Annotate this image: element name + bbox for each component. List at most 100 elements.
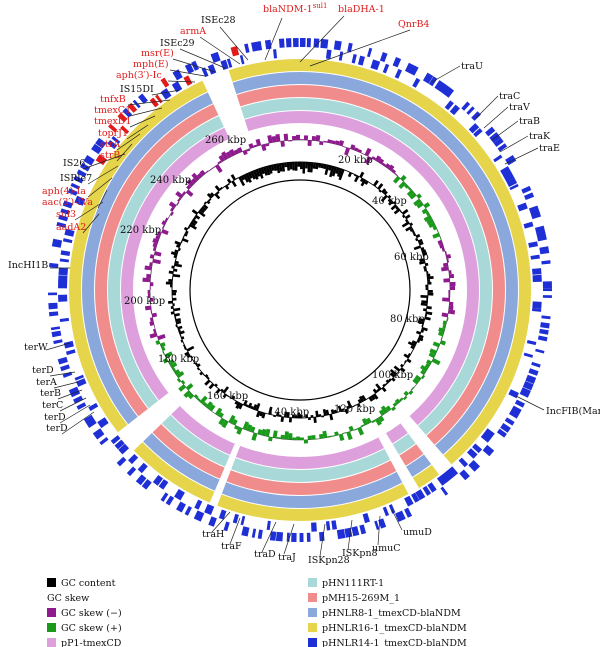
gene-label: traK <box>529 131 551 142</box>
gc-skew-bar <box>168 359 175 365</box>
feature-tick <box>60 208 71 215</box>
feature-tick <box>306 38 311 48</box>
feature-tick <box>251 41 261 52</box>
feature-tick <box>540 322 550 329</box>
gc-content-bar <box>175 318 181 322</box>
legend-swatch <box>308 623 317 632</box>
feature-tick <box>76 378 87 387</box>
gc-content-bar <box>425 311 433 316</box>
gc-skew-bar <box>170 211 174 217</box>
feature-tick <box>480 433 491 443</box>
gc-content-bar <box>421 326 428 332</box>
kbp-label: 100 kbp <box>372 370 413 381</box>
feature-tick <box>522 381 534 391</box>
gc-skew-bar <box>150 282 154 287</box>
gene-label-text: traC <box>499 91 520 102</box>
gene-label-text: strB <box>100 150 120 161</box>
gene-label-text: terD <box>44 412 66 423</box>
gc-content-bar <box>165 281 173 285</box>
gc-skew-bar <box>334 431 339 436</box>
gc-content-bar <box>381 386 387 393</box>
gc-skew-bar <box>438 327 445 333</box>
gc-skew-bar <box>272 430 278 439</box>
gc-content-bar <box>341 408 345 411</box>
gc-skew-bar <box>218 412 224 418</box>
gc-content-bar <box>393 365 401 372</box>
gc-content-bar <box>370 395 376 401</box>
feature-tick <box>514 399 525 408</box>
gc-skew-bar <box>441 312 449 318</box>
gene-label-text: sul3 <box>56 209 76 220</box>
gc-content-bar <box>168 278 173 282</box>
gc-skew-bar <box>436 347 439 352</box>
feature-tick <box>493 154 503 163</box>
feature-tick <box>370 59 381 71</box>
gc-skew-bar <box>400 174 407 182</box>
gc-content-bar <box>255 169 261 177</box>
gc-content-bar <box>235 177 239 180</box>
gc-skew-bar <box>174 369 181 375</box>
gc-skew-bar <box>327 139 332 144</box>
feature-tick <box>184 63 195 74</box>
gc-skew-bar <box>426 359 432 365</box>
gc-content-bar <box>411 230 415 234</box>
feature-tick <box>48 302 58 310</box>
gc-skew-bar <box>439 243 444 249</box>
gc-content-bar <box>222 386 230 394</box>
gc-skew-bar <box>280 140 285 147</box>
feature-tick <box>141 479 152 490</box>
gc-skew-bar <box>221 419 229 429</box>
gc-content-bar <box>423 266 427 270</box>
feature-tick <box>336 529 346 540</box>
gc-skew-bar <box>264 428 271 437</box>
feature-tick <box>204 503 215 516</box>
gc-skew-bar <box>407 186 412 191</box>
gc-skew-bar <box>449 301 454 307</box>
gc-content-bar <box>283 411 288 418</box>
gene-leader-line <box>126 124 149 140</box>
feature-tick <box>174 488 185 501</box>
feature-tick <box>528 241 538 248</box>
feature-tick <box>68 386 81 398</box>
feature-tick <box>51 238 63 248</box>
gc-content-bar <box>347 170 350 173</box>
gene-label: strB <box>100 150 120 161</box>
gc-content-bar <box>315 410 319 417</box>
feature-tick <box>126 466 137 477</box>
gc-content-bar <box>265 413 269 414</box>
ring-gap <box>400 416 452 475</box>
feature-tick <box>473 128 483 138</box>
legend-label: GC skew (+) <box>61 623 122 634</box>
gc-skew-bar <box>442 297 450 302</box>
ring-pMH15 <box>95 85 505 495</box>
gene-label-text: ISRle7 <box>60 173 92 184</box>
gc-content-bar <box>174 249 179 254</box>
gene-label-text: ISKpn8 <box>342 548 378 559</box>
gc-content-bar <box>183 346 187 351</box>
gene-leader-line <box>283 523 295 555</box>
gc-skew-bar <box>205 170 209 174</box>
gc-content-bar <box>260 167 265 175</box>
gc-content-bar <box>208 383 215 390</box>
gc-skew-bar <box>412 378 420 385</box>
gc-content-bar <box>294 162 298 171</box>
gc-skew-bar <box>416 193 422 199</box>
gene-label-text: traH <box>202 529 224 540</box>
gene-label: terC <box>42 400 63 411</box>
feature-tick <box>362 513 370 524</box>
gc-content-bar <box>366 398 369 400</box>
gc-skew-bar <box>303 439 309 444</box>
gc-content-bar <box>393 201 397 205</box>
gc-content-bar <box>346 405 350 410</box>
gc-content-bar <box>170 311 175 315</box>
gc-content-bar <box>324 164 330 176</box>
gene-label: ISRle7 <box>60 173 92 184</box>
feature-tick <box>60 364 70 372</box>
feature-tick <box>194 499 203 510</box>
gc-content-bar <box>255 410 261 418</box>
gc-content-bar <box>179 330 185 335</box>
gc-skew-bar <box>255 138 262 147</box>
gene-label-text: traJ <box>278 552 296 563</box>
ring-gap <box>378 433 419 494</box>
gene-label: ISKpn28 <box>308 555 350 566</box>
